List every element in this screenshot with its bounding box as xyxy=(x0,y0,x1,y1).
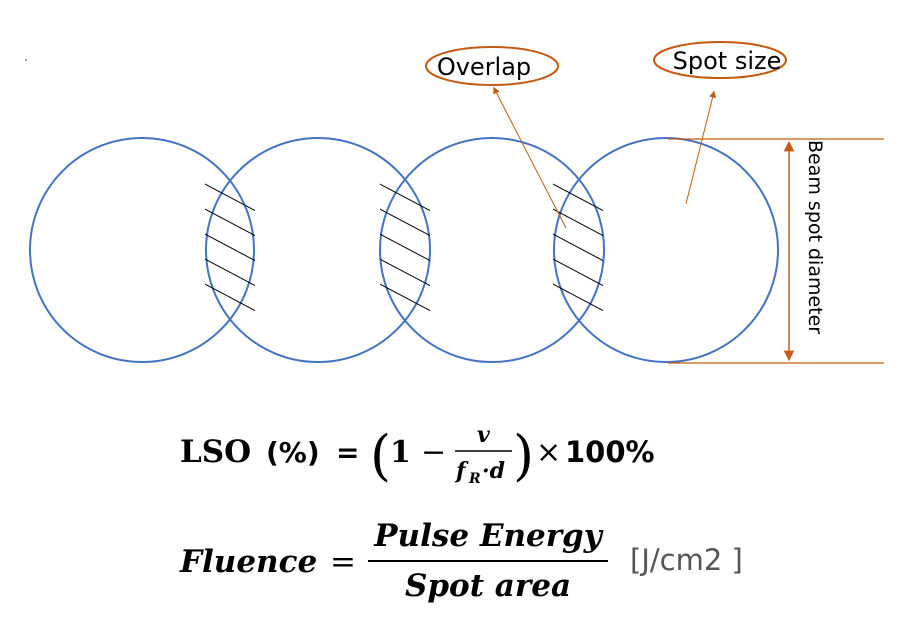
fluence-unit: [J/cm2 ] xyxy=(630,543,743,577)
beam-spot-circle-2 xyxy=(205,137,431,363)
overlap-label-ellipse xyxy=(425,46,559,86)
spot-size-label: Spot size xyxy=(673,47,782,75)
fluence-numerator: Pulse Energy xyxy=(373,518,603,554)
fluence-lhs: Fluence xyxy=(179,544,317,580)
overlap-arrow xyxy=(493,86,567,229)
lso-lhs: LSO xyxy=(180,434,251,470)
beam-spot-circle-1 xyxy=(29,137,255,363)
overlap-hatch-2 xyxy=(380,180,430,320)
lso-hundred: 100% xyxy=(565,435,655,469)
spot-size-label-ellipse xyxy=(653,41,787,79)
lso-denominator-sub: R xyxy=(468,471,481,487)
lso-formula: LSO (%) = ( 1 − v f R ·d ) × 100% xyxy=(180,422,655,487)
overlap-hatch-1 xyxy=(205,180,255,320)
overlap-hatch-3 xyxy=(553,180,603,320)
lso-minus: − xyxy=(421,435,446,470)
lso-one: 1 xyxy=(390,435,411,470)
beam-spot-circle-3 xyxy=(379,137,605,363)
fluence-formula: Fluence = Pulse Energy Spot area [J/cm2 … xyxy=(179,518,743,604)
lso-open-paren: ( xyxy=(370,424,391,487)
overlap-label: Overlap xyxy=(437,53,531,81)
fluence-equals: = xyxy=(330,544,356,580)
lso-percent: (%) xyxy=(266,436,320,469)
lso-denominator-d: ·d xyxy=(482,458,505,484)
lso-times: × xyxy=(536,435,561,470)
lso-numerator: v xyxy=(477,422,490,448)
beam-spot-circle-4 xyxy=(553,137,779,363)
beam-spot-diameter-label: Beam spot diameter xyxy=(804,140,826,334)
fluence-denominator: Spot area xyxy=(405,568,571,604)
lso-denominator-f: f xyxy=(454,458,469,484)
lso-equals: = xyxy=(336,436,359,469)
stray-dot xyxy=(25,59,27,61)
lso-close-paren: ) xyxy=(513,424,534,487)
spot-size-arrow xyxy=(685,90,717,205)
